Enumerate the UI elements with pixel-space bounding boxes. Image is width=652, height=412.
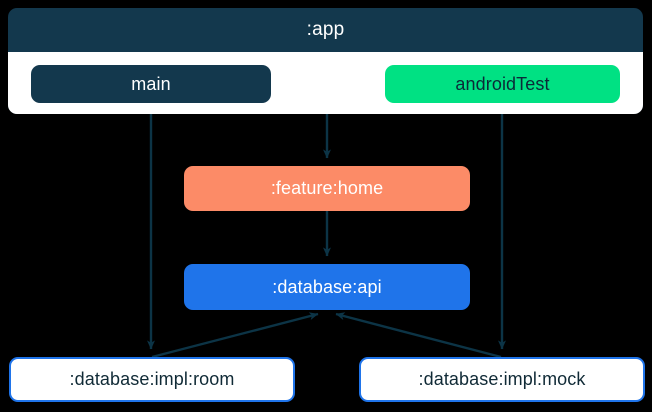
node-main[interactable]: main: [31, 65, 271, 103]
node-database-api[interactable]: :database:api: [184, 264, 470, 310]
node-database-impl-mock[interactable]: :database:impl:mock: [359, 357, 645, 402]
node-android-test[interactable]: androidTest: [385, 65, 620, 103]
node-database-impl-room[interactable]: :database:impl:room: [9, 357, 295, 402]
subgraph-app-title: :app: [306, 19, 345, 40]
node-feature-home[interactable]: :feature:home: [184, 166, 470, 211]
edge-database-impl-room-to-database-api: [151, 312, 319, 359]
edge-database-impl-mock-to-database-api: [335, 312, 502, 359]
